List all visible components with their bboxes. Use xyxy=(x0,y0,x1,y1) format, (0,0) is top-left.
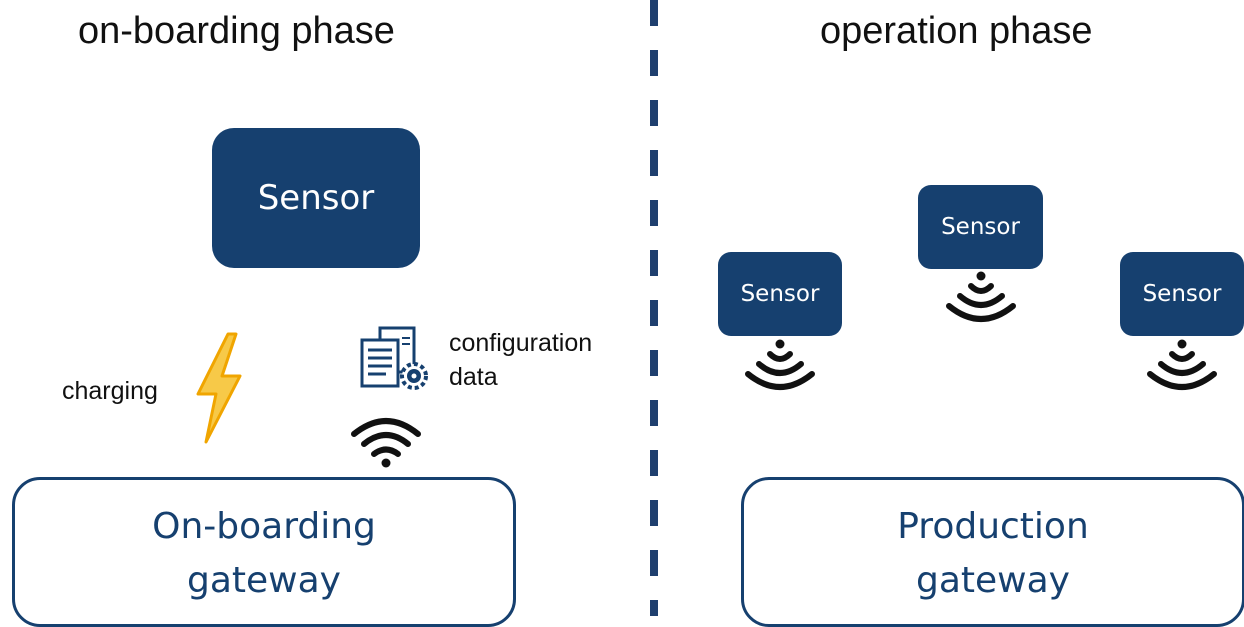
document-gear-icon xyxy=(360,326,428,390)
wifi-icon xyxy=(351,418,421,468)
operation-sensor-3: Sensor xyxy=(1120,252,1244,336)
onboarding-sensor: Sensor xyxy=(212,128,420,268)
onboarding-gateway: On-boarding gateway xyxy=(12,477,516,627)
lightning-icon xyxy=(196,332,242,444)
operation-phase-title: operation phase xyxy=(820,10,1093,52)
production-gateway-label: Production gateway xyxy=(897,500,1089,608)
production-gateway-line2: gateway xyxy=(916,560,1070,601)
signal-waves-icon xyxy=(745,339,815,390)
configuration-data-label: configuration data xyxy=(449,326,592,394)
onboarding-gateway-line2: gateway xyxy=(187,560,341,601)
phase-divider xyxy=(650,0,658,616)
signal-waves-icon xyxy=(1147,339,1217,390)
onboarding-gateway-line1: On-boarding xyxy=(152,506,376,547)
operation-sensor-2: Sensor xyxy=(918,185,1043,269)
charging-label: charging xyxy=(62,377,158,405)
onboarding-gateway-label: On-boarding gateway xyxy=(152,500,376,608)
production-gateway: Production gateway xyxy=(741,477,1244,627)
operation-sensor-1: Sensor xyxy=(718,252,842,336)
onboarding-phase-title: on-boarding phase xyxy=(78,10,395,52)
production-gateway-line1: Production xyxy=(897,506,1089,547)
configuration-label-line1: configuration xyxy=(449,329,593,357)
signal-waves-icon xyxy=(946,271,1016,322)
configuration-label-line2: data xyxy=(449,363,498,391)
